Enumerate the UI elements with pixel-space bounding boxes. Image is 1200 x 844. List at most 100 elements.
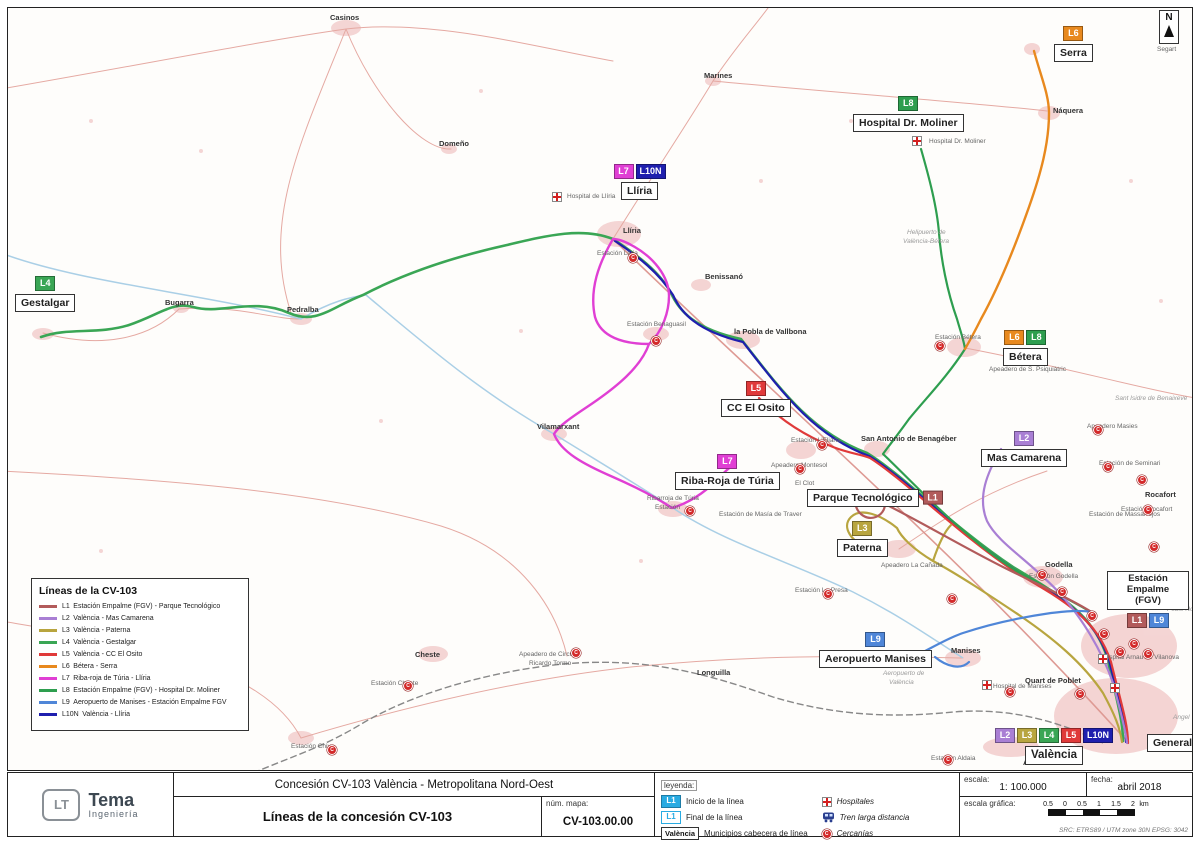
legend-municipios: València Municipios cabecera de línea [661, 827, 808, 840]
tren-label: Tren larga distancia [839, 813, 910, 822]
line-badge-l3: L3 [1017, 728, 1038, 743]
north-letter: N [1165, 12, 1173, 23]
line-badges: L4 [35, 276, 56, 291]
cercanias-icon: C [1057, 587, 1067, 597]
map-label: Bugarra [165, 298, 194, 307]
map-label: València [889, 679, 914, 686]
map-label: Estación La Presa [795, 587, 848, 594]
line-badges: L6 [1063, 26, 1084, 41]
cercanias-icon: C [1137, 475, 1147, 485]
map-label: la Pobla de Vallbona [734, 327, 807, 336]
inicio-badge: L1 [661, 795, 681, 808]
map-label: Estación de Seminari [1099, 460, 1161, 467]
legend-item-l6: L6 Bétera - Serra [39, 663, 241, 670]
hospital-icon [552, 192, 562, 202]
line-badge-l1: L1 [922, 490, 943, 505]
legend-swatch [39, 617, 57, 620]
map-label: Cheste [415, 650, 441, 659]
scalebar-label: 0.5 [1077, 801, 1087, 808]
cercanias-icon: C [1099, 629, 1109, 639]
legend-swatch [39, 629, 57, 632]
line-badge-l4: L4 [35, 276, 56, 291]
line-badges: L1 [922, 490, 943, 505]
line-badge-l9: L9 [865, 632, 886, 647]
legend-item-l2: L2 València - Mas Camarena [39, 615, 241, 622]
line-badge-l10n: L10N [1083, 728, 1114, 743]
hospital-icon [1098, 654, 1108, 664]
municipio-badge: València [661, 827, 700, 840]
cercanias-icon: C [1129, 639, 1139, 649]
legend-item-l3: L3 València - Paterna [39, 627, 241, 634]
legend-label: L3 València - Paterna [62, 627, 131, 634]
municipios-label: Municipios cabecera de línea [704, 829, 808, 838]
train-icon [822, 812, 834, 823]
transit-line-l7 [552, 237, 737, 510]
map-label: Ribarroja de Túria [647, 495, 699, 502]
legend-title: Líneas de la CV-103 [39, 585, 138, 597]
map-label: Angel [1173, 714, 1190, 721]
map-label: Estación de Masía de Traver [719, 511, 802, 518]
cercanias-icon: C [943, 755, 953, 765]
legend-item-l5: L5 València - CC El Osito [39, 651, 241, 658]
transit-line-l5 [757, 396, 1130, 745]
line-badges: L7 [717, 454, 738, 469]
legend-label: L2 València - Mas Camarena [62, 615, 154, 622]
line-badge-l10n: L10N [635, 164, 666, 179]
place-label: Mas Camarena [981, 449, 1068, 468]
place-label: Aeropuerto Manises [819, 650, 932, 669]
symbols-legend: leyenda: L1 Inicio de la línea L1 Final … [655, 773, 960, 840]
map-label: Estación Chiva [291, 743, 335, 750]
map-label: Manises [951, 646, 981, 655]
cercanias-icon: C [1103, 462, 1113, 472]
map-label: Estación Bétera [935, 334, 981, 341]
legend-tren: Tren larga distancia [822, 811, 910, 824]
railway-line [258, 661, 1104, 770]
symbols-legend-label: leyenda: [661, 780, 698, 791]
place-label: Llíria [621, 182, 659, 201]
legend-item-l10n: L10N València - Llíria [39, 711, 241, 718]
cercanias-icon: C [685, 506, 695, 516]
line-badge-l6: L6 [1063, 26, 1084, 41]
transit-line-l3-spur [931, 523, 953, 563]
line-badges: L3 [852, 521, 873, 536]
map-label: Longuilla [697, 668, 731, 677]
map-legend: Líneas de la CV-103 L1 Estación Empalme … [31, 578, 249, 731]
scalebar-label: 0.5 [1043, 801, 1053, 808]
legend-label: L7 Riba-roja de Túria - Llíria [62, 675, 151, 682]
scalebar-label: 0 [1063, 801, 1067, 808]
legend-swatch [39, 641, 57, 644]
line-badge-l6: L6 [1004, 330, 1025, 345]
place-label: Estación Empalme (FGV) [1107, 571, 1189, 610]
cercanias-icon: C [795, 464, 805, 474]
legend-label: L1 Estación Empalme (FGV) - Parque Tecno… [62, 603, 221, 610]
line-badges: L9 [865, 632, 886, 647]
map-label: El Clot [795, 480, 815, 487]
line-badges: L8 [898, 96, 919, 111]
transit-line-l3 [846, 511, 1124, 744]
map-label: Sant Isidre de Benaixeve [1115, 395, 1188, 402]
line-badge-l7: L7 [717, 454, 738, 469]
map-number-value: CV-103.00.00 [562, 816, 634, 828]
line-badge-l1: L1 [1127, 612, 1147, 628]
map-label: Hospital de Manises [993, 683, 1052, 690]
cercanias-icon: C [1143, 649, 1153, 659]
cercanias-icon: C [947, 594, 957, 604]
map-label: Apeadero de Circuito [519, 651, 581, 658]
scalebar-label: 1.5 [1111, 801, 1121, 808]
cercanias-icon: C [823, 589, 833, 599]
place-label: Parque Tecnológico [807, 489, 919, 508]
final-label: Final de la línea [686, 813, 743, 822]
map-label: Segart [1157, 46, 1177, 53]
cercanias-icon: C [651, 336, 661, 346]
map-label: Aeropuerto de [883, 670, 925, 677]
map-title: Líneas de la concesión CV-103 [262, 809, 453, 824]
inicio-label: Inicio de la línea [686, 797, 744, 806]
cercanias-icon: C [1087, 611, 1097, 621]
